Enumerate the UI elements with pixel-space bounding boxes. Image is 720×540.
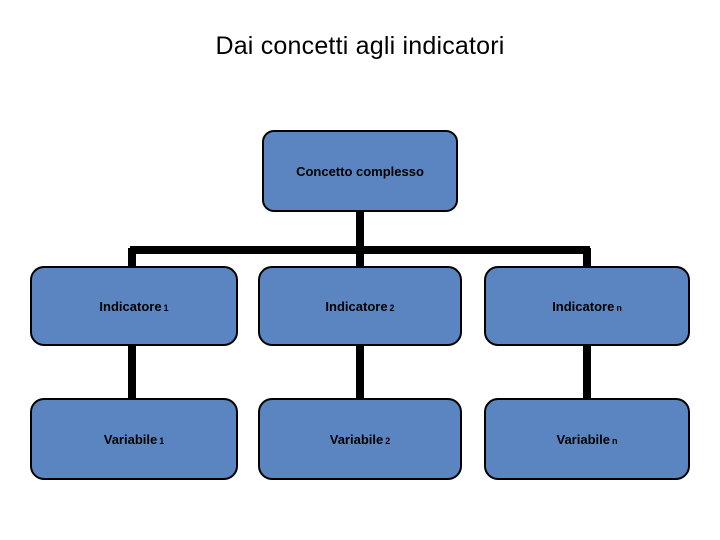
node-label: Concetto complesso [296, 163, 424, 179]
node-subscript: 1 [159, 436, 165, 446]
node-subscript: n [611, 436, 618, 446]
node-subscript: 2 [385, 436, 391, 446]
node-subscript: n [616, 303, 622, 313]
page-title: Dai concetti agli indicatori [215, 32, 505, 60]
node-label: Indicatore [99, 298, 162, 314]
node-subscript: 2 [389, 303, 395, 313]
node-subscript: 1 [163, 303, 169, 313]
node-label: Variabile [556, 431, 610, 447]
node-concetto-complesso[interactable]: Concetto complesso [262, 130, 458, 212]
node-label: Indicatore [552, 298, 615, 314]
node-label: Variabile [329, 431, 384, 447]
node-label: Variabile [103, 431, 158, 447]
node-label: Indicatore [325, 298, 388, 314]
